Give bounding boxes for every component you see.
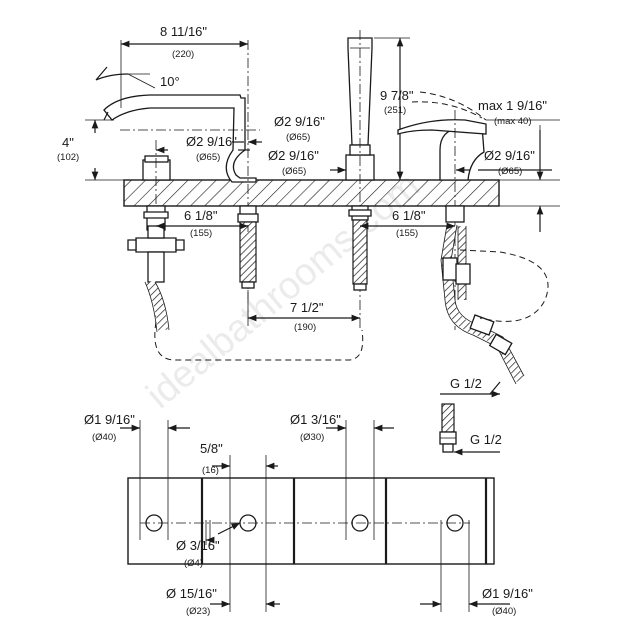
dim-thread-b: G 1/2 — [470, 432, 502, 447]
dim-max-deck-mm: (max 40) — [494, 116, 531, 127]
dim-spacing-mid-mm: (190) — [294, 322, 316, 333]
dim-hole-small: Ø 3/16" — [176, 538, 220, 553]
dim-hole-c-mm: (Ø23) — [186, 606, 210, 617]
dim-max-deck: max 1 9/16" — [478, 98, 547, 113]
dim-spout-height: 4" — [62, 135, 74, 150]
dim-spout-angle: 10° — [160, 74, 180, 89]
dim-hole-small-mm: (Ø4) — [184, 558, 203, 569]
spout-shank — [237, 205, 259, 289]
dim-base-spout-mm: (Ø65) — [286, 132, 310, 143]
dim-spacing-left-mm: (155) — [190, 228, 212, 239]
dim-spacing-mid: 7 1/2" — [290, 300, 324, 315]
dim-offset: 5/8" — [200, 441, 223, 456]
dim-hole-c: Ø 15/16" — [166, 586, 217, 601]
dim-hole-b-mm: (Ø30) — [300, 432, 324, 443]
dim-base-spout: Ø2 9/16" — [274, 114, 325, 129]
deck-plan — [127, 420, 495, 612]
dim-hole-spout-mm: (Ø65) — [196, 152, 220, 163]
dim-base-lever-mm: (Ø65) — [498, 166, 522, 177]
dim-hole-d-mm: (Ø40) — [492, 606, 516, 617]
dim-hand-height-mm: (251) — [384, 105, 406, 116]
lever-mixer — [397, 91, 560, 385]
deck-section — [85, 125, 560, 232]
dim-spout-width-mm: (220) — [172, 49, 194, 60]
hand-shower — [345, 30, 410, 330]
dim-spout-width: 8 11/16" — [160, 24, 207, 39]
left-valve — [127, 140, 185, 333]
dim-offset-mm: (16) — [202, 465, 219, 476]
dim-thread-a: G 1/2 — [450, 376, 482, 391]
dim-hole-a-mm: (Ø40) — [92, 432, 116, 443]
dim-base-handshower: Ø2 9/16" — [268, 148, 319, 163]
hose-detail — [439, 403, 500, 456]
dim-spout-height-mm: (102) — [57, 152, 79, 163]
dim-spacing-left: 6 1/8" — [184, 208, 218, 223]
dim-hole-b: Ø1 3/16" — [290, 412, 341, 427]
dim-hole-a: Ø1 9/16" — [84, 412, 135, 427]
dim-base-lever: Ø2 9/16" — [484, 148, 535, 163]
dim-base-handshower-mm: (Ø65) — [282, 166, 306, 177]
dim-spacing-right: 6 1/8" — [392, 208, 426, 223]
spout — [85, 40, 260, 300]
dim-hand-height: 9 7/8" — [380, 88, 414, 103]
dim-hole-spout: Ø2 9/16" — [186, 134, 237, 149]
dim-spacing-right-mm: (155) — [396, 228, 418, 239]
dim-hole-d: Ø1 9/16" — [482, 586, 533, 601]
